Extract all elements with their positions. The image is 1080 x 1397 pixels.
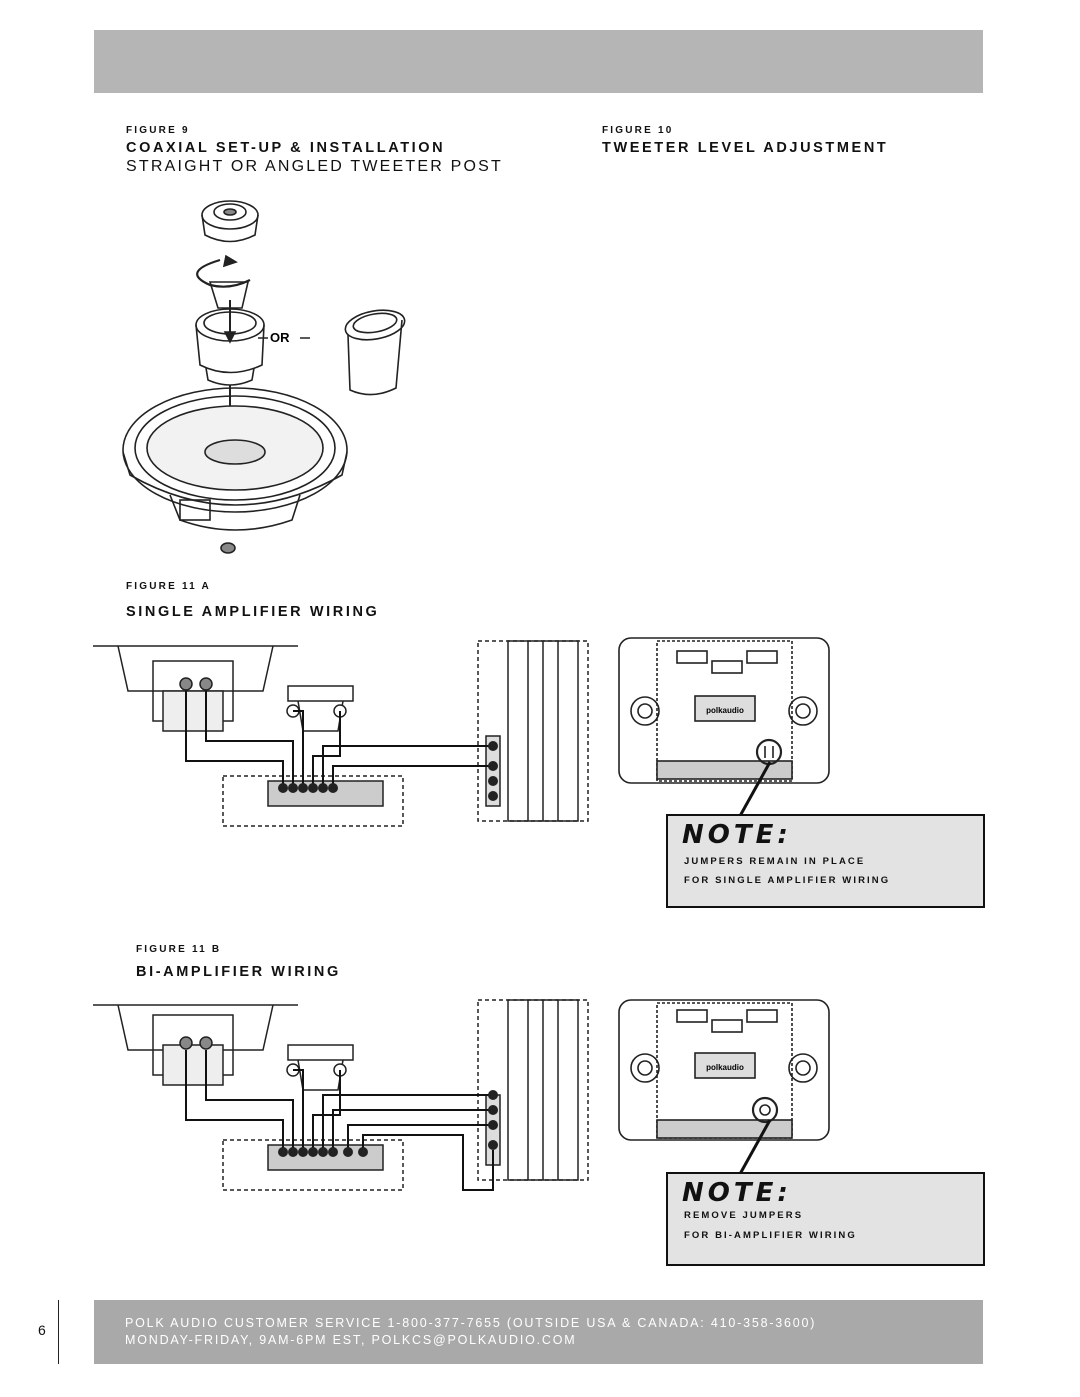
figure-11a-label: FIGURE 11 A xyxy=(126,581,211,592)
bi-amp-wiring-diagram xyxy=(93,999,589,1191)
figure-9-label: FIGURE 9 xyxy=(126,125,190,136)
figure-10-label: FIGURE 10 xyxy=(602,125,674,136)
or-label: OR xyxy=(270,330,290,345)
crossover-brand-b: polkaudio xyxy=(706,1063,744,1072)
crossover-closeup-bi-amp: polkaudio xyxy=(618,999,830,1141)
figure-9-subtitle: STRAIGHT OR ANGLED TWEETER POST xyxy=(126,158,503,175)
callout-line-a xyxy=(738,761,772,817)
page-number: 6 xyxy=(38,1322,46,1338)
figure-11a-title: SINGLE AMPLIFIER WIRING xyxy=(126,604,380,620)
note-heading: NOTE: xyxy=(682,820,792,850)
note-box-bi-amp: NOTE: REMOVE JUMPERS FOR BI-AMPLIFIER WI… xyxy=(666,1172,985,1266)
footer-customer-service: POLK AUDIO CUSTOMER SERVICE 1-800-377-76… xyxy=(125,1316,817,1330)
figure-11b-label: FIGURE 11 B xyxy=(136,944,222,955)
single-amp-wiring-diagram xyxy=(93,640,589,827)
note-heading-b: NOTE: xyxy=(682,1178,792,1208)
footer-hours-email: MONDAY-FRIDAY, 9AM-6PM EST, POLKCS@POLKA… xyxy=(125,1333,577,1347)
coaxial-speaker-illustration: OR xyxy=(122,200,406,554)
callout-line-b xyxy=(738,1119,772,1175)
note-line-2-b: FOR BI-AMPLIFIER WIRING xyxy=(684,1230,857,1241)
page-number-rule xyxy=(58,1300,59,1364)
figure-10-title: TWEETER LEVEL ADJUSTMENT xyxy=(602,140,889,156)
crossover-brand: polkaudio xyxy=(706,706,744,715)
note-box-single-amp: NOTE: JUMPERS REMAIN IN PLACE FOR SINGLE… xyxy=(666,814,985,908)
crossover-closeup-single-amp: polkaudio xyxy=(618,637,830,784)
figure-9-title: COAXIAL SET-UP & INSTALLATION xyxy=(126,140,446,156)
footer-bar: POLK AUDIO CUSTOMER SERVICE 1-800-377-76… xyxy=(94,1300,983,1364)
figure-11b-title: BI-AMPLIFIER WIRING xyxy=(136,964,341,980)
note-line-2: FOR SINGLE AMPLIFIER WIRING xyxy=(684,875,891,886)
note-line-1: JUMPERS REMAIN IN PLACE xyxy=(684,856,866,867)
note-line-1-b: REMOVE JUMPERS xyxy=(684,1210,804,1221)
header-bar xyxy=(94,30,983,93)
